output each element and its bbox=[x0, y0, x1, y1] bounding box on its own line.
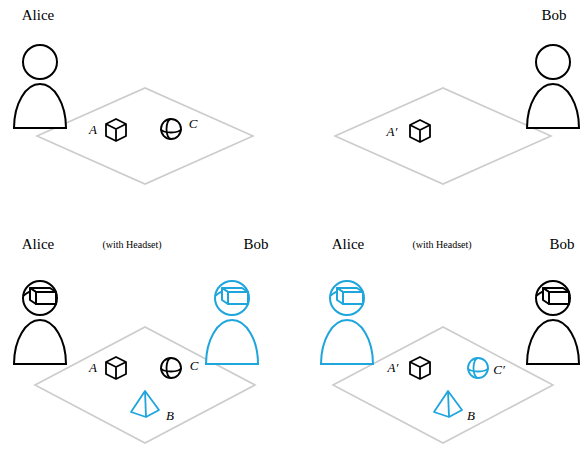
person-icon bbox=[527, 281, 579, 364]
object-label: C bbox=[190, 359, 199, 373]
headset-icon bbox=[215, 288, 249, 304]
headset-icon bbox=[23, 288, 57, 304]
table-platform bbox=[335, 88, 551, 184]
object-label: B bbox=[166, 409, 174, 423]
object-label: A′ bbox=[388, 361, 399, 375]
person-name: Bob bbox=[541, 7, 566, 24]
pyramid-object bbox=[434, 391, 462, 417]
person-name: Bob bbox=[549, 236, 574, 253]
object-label: C bbox=[189, 117, 198, 131]
person-name: Alice bbox=[22, 236, 54, 253]
table-platform bbox=[37, 88, 253, 184]
object-label: A′ bbox=[387, 125, 398, 139]
cube-object bbox=[106, 119, 126, 141]
person-name: Bob bbox=[243, 236, 268, 253]
object-label: C′ bbox=[493, 363, 505, 377]
person-name: Alice bbox=[22, 7, 54, 24]
person-icon bbox=[206, 281, 258, 364]
person-name: Alice bbox=[332, 236, 364, 253]
person-icon bbox=[527, 45, 579, 128]
person-icon bbox=[321, 281, 373, 364]
cube-object bbox=[106, 357, 126, 379]
headset-note: (with Headset) bbox=[102, 239, 161, 250]
object-label: A bbox=[89, 361, 97, 375]
headset-icon bbox=[536, 288, 570, 304]
pyramid-object bbox=[131, 391, 159, 417]
cube-object bbox=[410, 120, 430, 142]
sphere-object bbox=[468, 358, 488, 378]
headset-note: (with Headset) bbox=[412, 239, 471, 250]
headset-icon bbox=[330, 288, 364, 304]
person-icon bbox=[14, 281, 66, 364]
person-icon bbox=[14, 45, 66, 128]
cube-object bbox=[410, 357, 430, 379]
object-label: A bbox=[89, 123, 97, 137]
sphere-object bbox=[161, 119, 181, 139]
sphere-object bbox=[161, 358, 181, 378]
object-label: B bbox=[467, 409, 475, 423]
